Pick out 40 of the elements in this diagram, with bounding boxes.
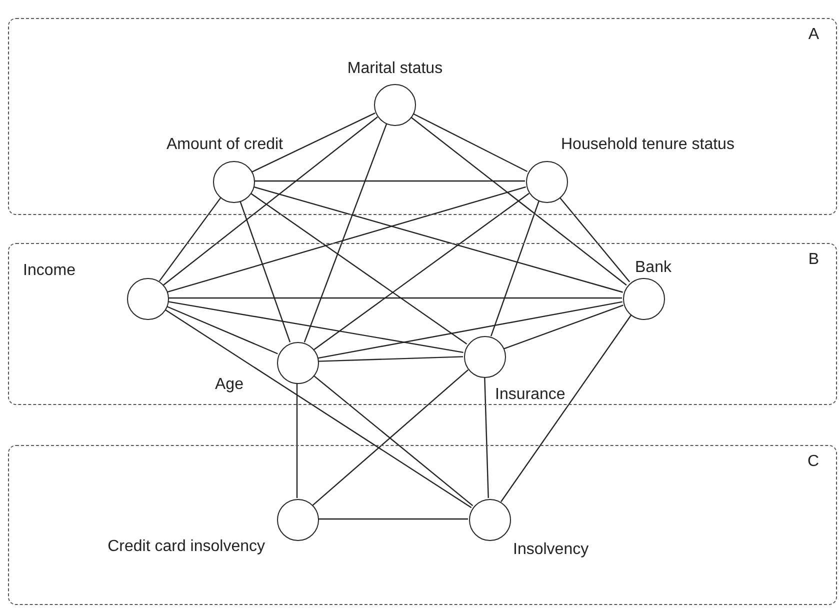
connector-line xyxy=(250,192,468,344)
connector-line xyxy=(500,314,632,502)
connector-line xyxy=(314,192,530,350)
connector-line xyxy=(484,376,489,498)
connector-line xyxy=(252,112,376,172)
connector-line xyxy=(318,356,464,362)
connector-line xyxy=(254,180,525,182)
group-box xyxy=(8,445,837,605)
connector-line xyxy=(166,186,526,293)
group-letter: A xyxy=(808,25,819,45)
connector-line xyxy=(296,383,298,498)
connector-line xyxy=(163,116,378,286)
node-label: Credit card insolvency xyxy=(108,538,265,555)
connector-line xyxy=(504,304,624,350)
node-label: Marital status xyxy=(347,60,443,77)
node-label: Age xyxy=(215,376,244,393)
connector-line xyxy=(158,198,222,282)
connector-line xyxy=(304,123,388,343)
connector-line xyxy=(318,518,468,520)
group-letter: C xyxy=(807,452,819,472)
connector-line xyxy=(412,112,528,172)
node-label: Bank xyxy=(635,259,672,276)
connector-line xyxy=(253,186,623,293)
connector-line xyxy=(410,116,627,286)
connector-line xyxy=(490,200,540,336)
node-label: Insolvency xyxy=(513,541,589,558)
connector-line xyxy=(239,200,291,342)
connector-line xyxy=(168,300,464,354)
connector-line xyxy=(318,301,622,359)
node-label: Income xyxy=(23,262,76,279)
node-label: Insurance xyxy=(495,386,566,403)
group-letter: B xyxy=(808,250,819,270)
connector-line xyxy=(168,297,622,299)
group-box xyxy=(8,243,837,405)
connector-line xyxy=(166,306,278,354)
connector-line xyxy=(558,196,630,282)
connector-line xyxy=(164,308,472,508)
node-label: Amount of credit xyxy=(166,136,283,153)
group-box xyxy=(8,18,837,215)
node-label: Household tenure status xyxy=(561,136,734,153)
